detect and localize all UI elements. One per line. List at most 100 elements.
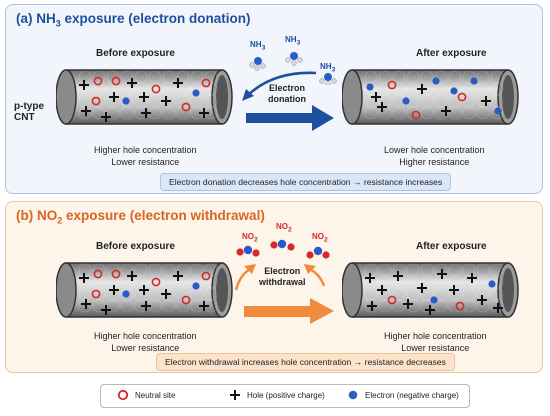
neutral-ring-icon [91, 289, 101, 299]
plus-hole-icon [101, 112, 111, 122]
plus-hole-icon [101, 305, 111, 315]
plus-hole-icon [377, 285, 387, 295]
plus-hole-icon [425, 305, 435, 315]
neutral-ring-icon [93, 76, 103, 86]
plus-hole-icon [477, 295, 487, 305]
electron-dot-icon [122, 290, 130, 298]
electron-dot-icon [430, 296, 438, 304]
plus-hole-icon [467, 273, 477, 283]
plus-hole-icon [127, 271, 137, 281]
panel-a-summary: Electron donation decreases hole concent… [160, 173, 452, 191]
panel-a-title: (a) NH3 exposure (electron donation) [16, 11, 251, 29]
electron-dot-icon [432, 77, 440, 85]
neutral-ring-icon [387, 80, 397, 90]
electron-dot-icon [488, 280, 496, 288]
plus-hole-icon [230, 390, 240, 400]
plus-hole-icon [371, 92, 381, 102]
neutral-ring-icon [151, 277, 161, 287]
neutral-ring-icon [91, 96, 101, 106]
donation-arrows [242, 71, 334, 131]
legend: Neutral site Hole (positive charge) Elec… [100, 384, 470, 408]
panel-a-after-label: After exposure [416, 48, 487, 59]
plus-hole-icon [403, 299, 413, 309]
nh3-molecule-1: NH3 [250, 40, 266, 52]
neutral-ring-icon [117, 389, 129, 401]
plus-hole-icon [481, 96, 491, 106]
plus-hole-icon [81, 106, 91, 116]
electron-dot-icon [366, 83, 374, 91]
plus-hole-icon [393, 271, 403, 281]
electron-dot-icon [494, 107, 502, 115]
neutral-ring-icon [201, 78, 211, 88]
neutral-ring-icon [411, 110, 421, 120]
plus-hole-icon [437, 269, 447, 279]
plus-hole-icon [367, 301, 377, 311]
cnt-tube-before-a [56, 69, 233, 125]
plus-hole-icon [141, 301, 151, 311]
neutral-ring-icon [151, 84, 161, 94]
legend-neutral: Neutral site [117, 389, 175, 401]
plus-hole-icon [139, 92, 149, 102]
cnt-tube-after-b [342, 262, 519, 318]
electron-dot-icon [348, 390, 358, 400]
no2-molecule-icons [236, 239, 330, 259]
plus-hole-icon [127, 78, 137, 88]
plus-hole-icon [109, 285, 119, 295]
panel-a-nh3: (a) NH3 exposure (electron donation) Bef… [5, 4, 543, 194]
plus-hole-icon [109, 92, 119, 102]
plus-hole-icon [79, 80, 89, 90]
panel-a-before-label: Before exposure [96, 48, 175, 59]
nh3-molecule-3: NH3 [320, 62, 336, 74]
electron-dot-icon [450, 87, 458, 95]
panel-b-summary: Electron withdrawal increases hole conce… [156, 353, 455, 371]
plus-hole-icon [173, 78, 183, 88]
withdrawal-arrows [234, 264, 334, 324]
plus-hole-icon [161, 289, 171, 299]
plus-hole-icon [199, 301, 209, 311]
neutral-ring-icon [111, 76, 121, 86]
plus-hole-icon [449, 285, 459, 295]
plus-hole-icon [141, 108, 151, 118]
plus-hole-icon [173, 271, 183, 281]
panel-b-no2: (b) NO2 exposure (electron withdrawal) B… [5, 201, 543, 373]
plus-hole-icon [417, 84, 427, 94]
plus-hole-icon [81, 299, 91, 309]
plus-hole-icon [441, 106, 451, 116]
no2-molecule-3: NO2 [312, 232, 328, 244]
nh3-molecule-2: NH3 [285, 35, 301, 47]
plus-hole-icon [365, 273, 375, 283]
plus-hole-icon [417, 283, 427, 293]
plus-hole-icon [199, 108, 209, 118]
neutral-ring-icon [93, 269, 103, 279]
no2-molecule-2: NO2 [276, 222, 292, 234]
neutral-ring-icon [181, 295, 191, 305]
electron-dot-icon [122, 97, 130, 105]
neutral-ring-icon [201, 271, 211, 281]
cnt-tube-after-a [342, 69, 519, 125]
panel-b-before-label: Before exposure [96, 241, 175, 252]
electron-dot-icon [470, 77, 478, 85]
panel-b-title: (b) NO2 exposure (electron withdrawal) [16, 208, 265, 226]
plus-hole-icon [161, 96, 171, 106]
legend-electron: Electron (negative charge) [347, 389, 459, 401]
electron-dot-icon [192, 89, 200, 97]
legend-hole: Hole (positive charge) [229, 389, 325, 401]
neutral-ring-icon [455, 301, 465, 311]
plus-hole-icon [139, 285, 149, 295]
panel-b-after-label: After exposure [416, 241, 487, 252]
cnt-tube-before-b [56, 262, 233, 318]
no2-molecule-1: NO2 [242, 232, 258, 244]
neutral-ring-icon [387, 295, 397, 305]
electron-dot-icon [192, 282, 200, 290]
plus-hole-icon [79, 273, 89, 283]
nh3-molecule-icons [249, 52, 337, 85]
electron-dot-icon [402, 97, 410, 105]
neutral-ring-icon [457, 92, 467, 102]
plus-hole-icon [493, 303, 503, 313]
neutral-ring-icon [181, 102, 191, 112]
